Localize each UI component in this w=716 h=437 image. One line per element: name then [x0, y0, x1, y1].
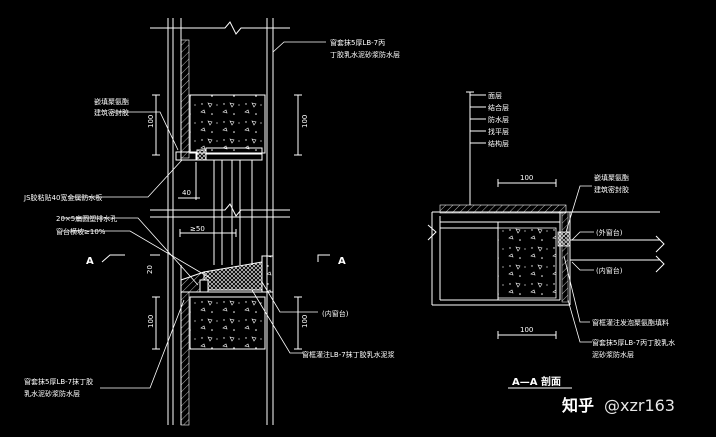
right-right-plaster: [561, 211, 569, 303]
watermark-brand: 知乎: [562, 396, 594, 415]
right-dim-100-top: 100: [520, 174, 533, 182]
layer-label-4: 结构层: [488, 139, 509, 148]
inner-sill-label: (内窗台): [596, 266, 623, 275]
inner-waterproof-label: 窗框灌注LB-7抹丁胶乳水泥浆: [302, 350, 395, 359]
right-detail: [427, 91, 665, 389]
dim-20: 20: [146, 265, 154, 274]
ext-waterproof-label: 窗套抹5厚LB-7丙: [330, 38, 385, 47]
lower-plaster-layer: [180, 291, 190, 426]
section-mark-left: A: [86, 256, 94, 267]
sealant-label-2: 建筑密封胶: [94, 108, 129, 117]
right-ext-waterproof-label-2: 泥砂浆防水层: [592, 350, 634, 359]
right-leaders: [563, 185, 594, 343]
sealant-label: 嵌填聚氨酯: [94, 97, 129, 106]
sill-slope-label: 窗台横坡≥10%: [56, 227, 106, 236]
left-detail: [150, 18, 302, 425]
dim-40: 40: [182, 189, 191, 197]
right-dim-100-bottom: 100: [520, 326, 533, 334]
upper-lintel: [189, 94, 266, 154]
watermark-handle: @xzr163: [604, 396, 675, 415]
left-leaders: [62, 41, 326, 389]
dim-ge-50: ≥50: [190, 225, 205, 233]
lower-dims: [101, 254, 330, 350]
outer-sill-label: (外窗台): [596, 228, 623, 237]
section-title: A—A 剖面: [512, 375, 561, 388]
drain-hole-label: 20×5扁圆塑排水孔: [56, 214, 117, 223]
right-sealant-label: 嵌填聚氨酯: [594, 173, 629, 182]
window-sill: [180, 255, 274, 293]
dim-100-top-left: 100: [147, 115, 155, 128]
right-top-finish: [439, 204, 567, 214]
bottom-waterproof-label-2: 乳水泥砂浆防水层: [24, 389, 80, 398]
dim-100-bottom-left: 100: [147, 315, 155, 328]
ext-waterproof-label-2: 丁胶乳水泥砂浆防水层: [330, 50, 400, 59]
lower-lintel: [189, 296, 266, 350]
upper-plaster-layer: [180, 39, 190, 159]
interior-sill-label: (内窗台): [322, 309, 349, 318]
dim-100-bottom-right: 100: [301, 315, 309, 328]
section-mark-right: A: [338, 256, 346, 267]
bottom-waterproof-label: 窗套抹5厚LB-7抹丁胶: [24, 377, 93, 386]
layer-label-3: 找平层: [488, 127, 509, 136]
dim-100-top-right: 100: [301, 115, 309, 128]
layer-label-1: 结合层: [488, 103, 509, 112]
right-concrete-block: [497, 227, 557, 299]
layer-label-2: 防水层: [488, 115, 509, 124]
layer-label-0: 面层: [488, 92, 502, 100]
right-sealant-label-2: 建筑密封胶: [594, 185, 629, 194]
frame-inject-label: 窗框灌注发泡聚氨酯填料: [592, 318, 669, 327]
window-head: [150, 147, 290, 265]
right-ext-waterproof-label: 窗套抹5厚LB-7丙丁胶乳水: [592, 338, 675, 347]
js-strip-label: JS胶粘贴40宽金属防水板: [23, 193, 102, 202]
